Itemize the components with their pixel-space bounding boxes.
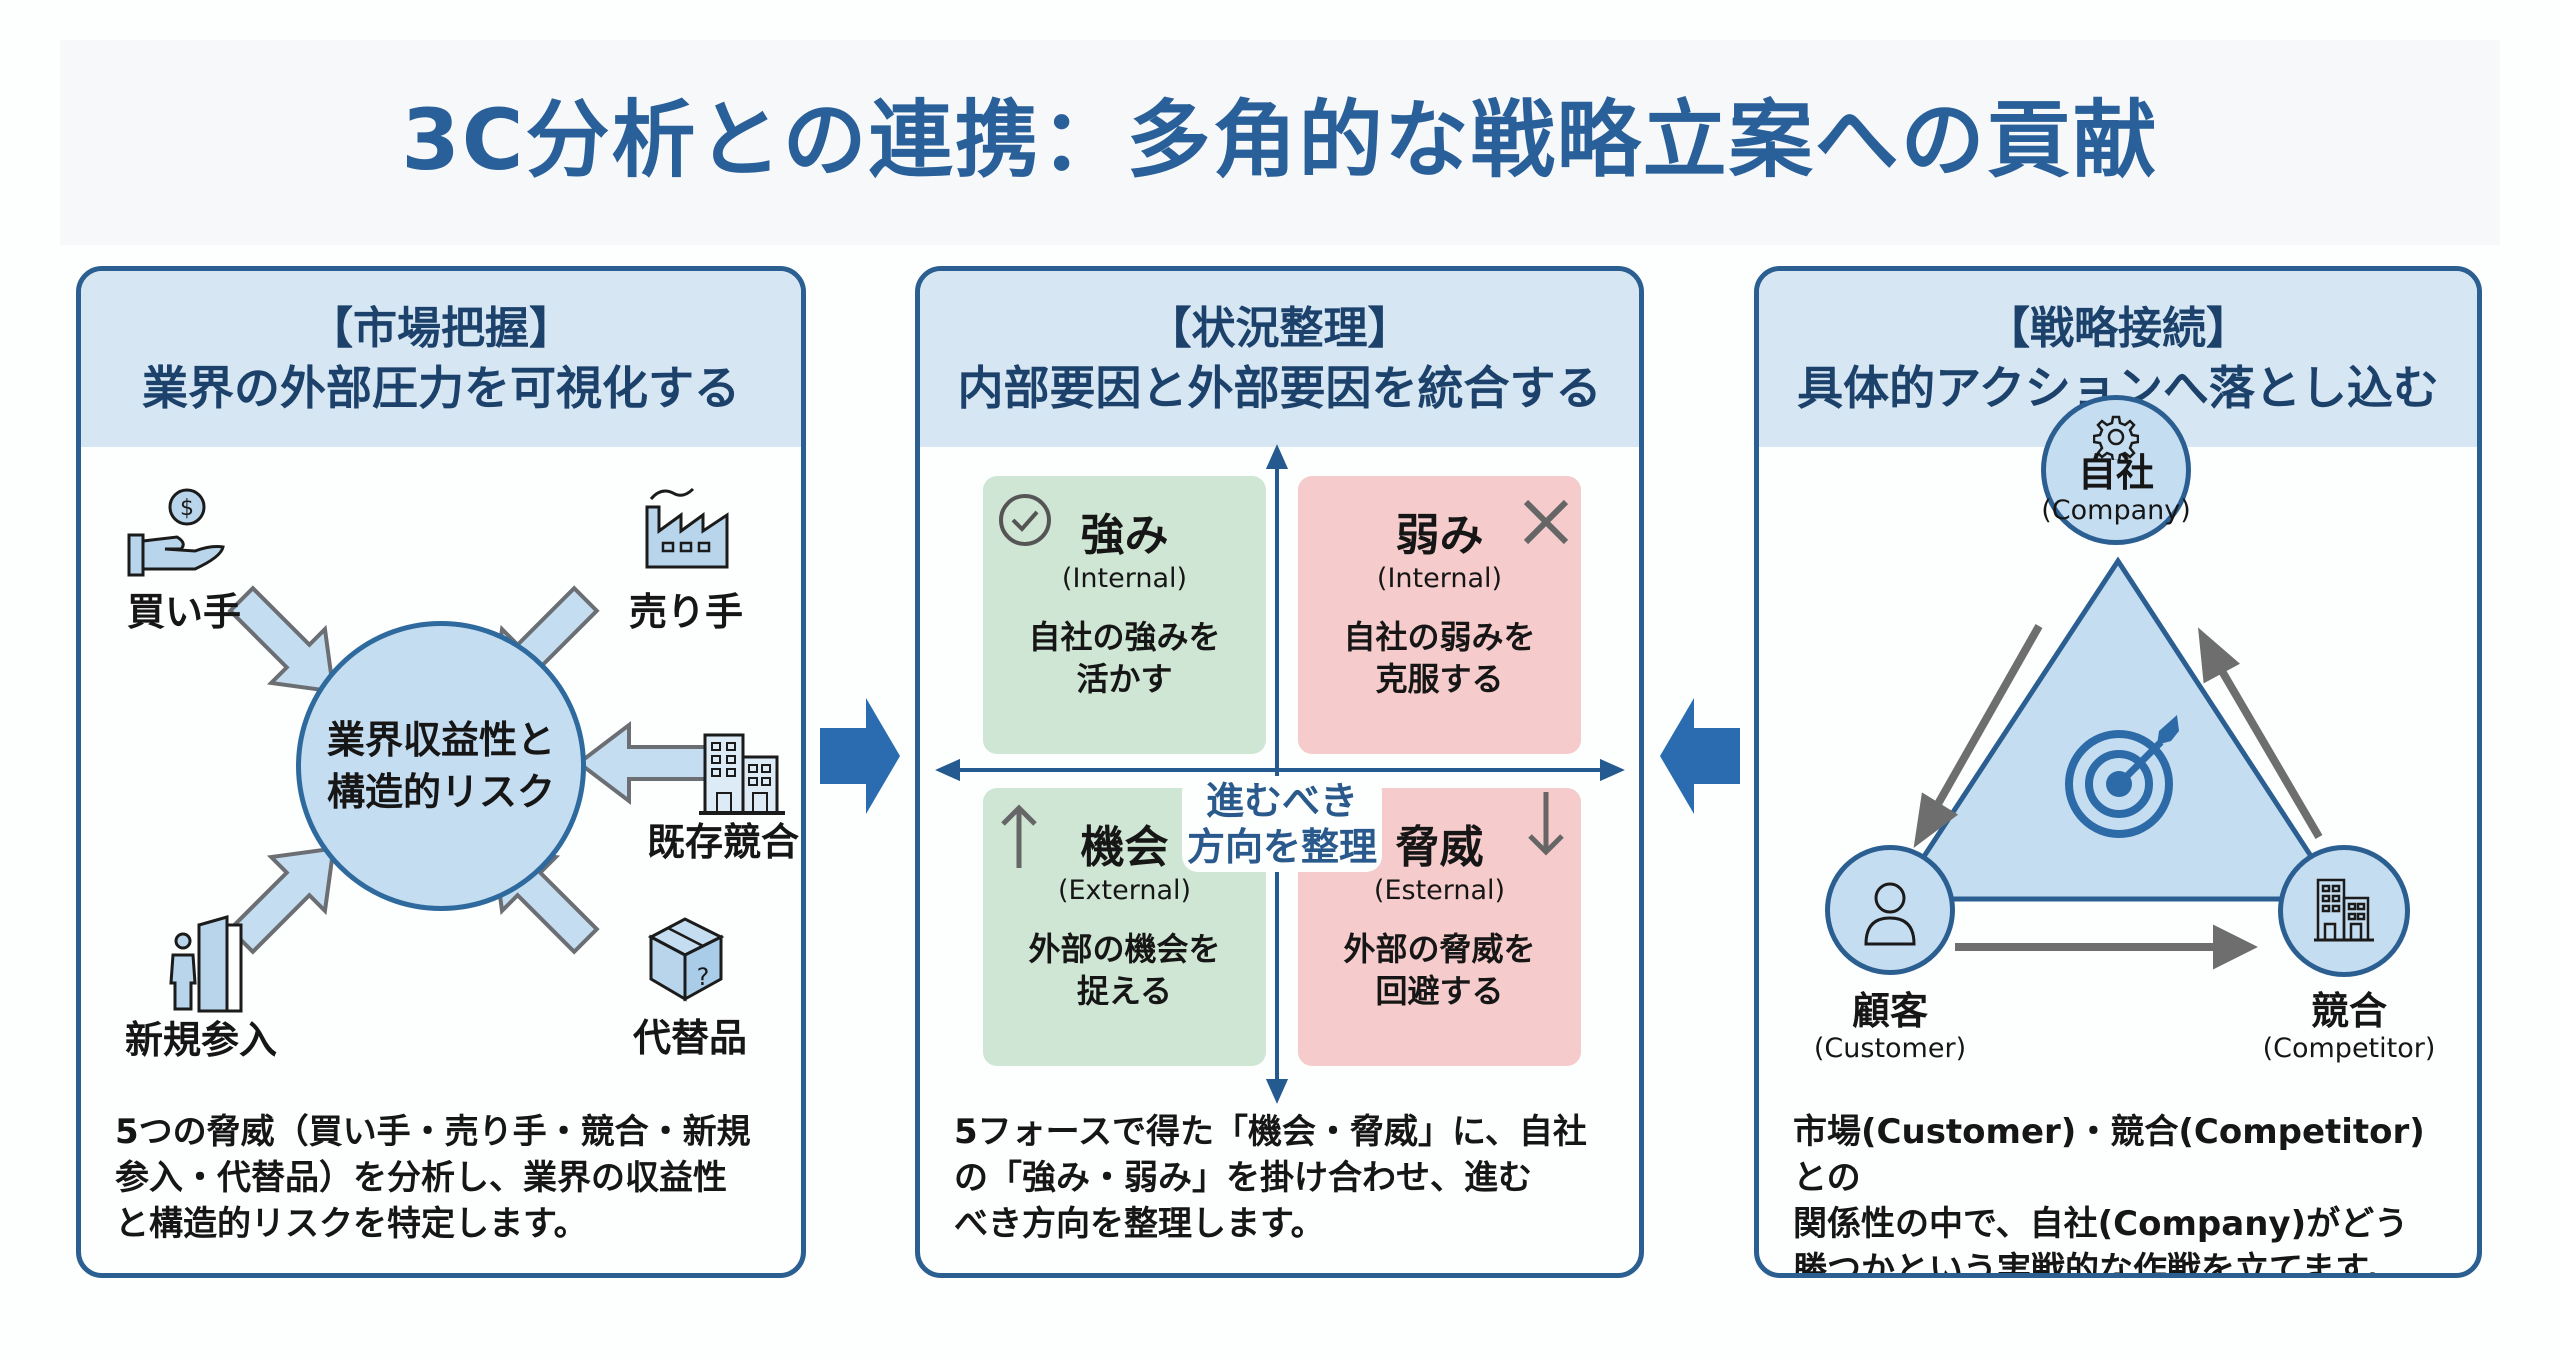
quadrant-strength: 強み (Internal) 自社の強みを 活かす bbox=[983, 476, 1266, 754]
node-customer bbox=[1825, 845, 1955, 975]
quadrant-scope: (Internal) bbox=[1061, 563, 1188, 594]
svg-text:$: $ bbox=[180, 496, 194, 521]
quadrant-desc-line: 回避する bbox=[1375, 972, 1504, 1010]
force-label-substitute: 代替品 bbox=[633, 1016, 748, 1060]
flow-arrow-company-customer bbox=[1930, 624, 2043, 813]
three-c-triangle bbox=[1891, 556, 2344, 902]
node-customer-label: 顧客 (Customer) bbox=[1805, 989, 1975, 1065]
quadrant-desc-line: 捉える bbox=[1076, 972, 1173, 1010]
panel-subtitle: 業界の外部圧力を可視化する bbox=[142, 361, 740, 415]
quadrant-desc: 自社の強みを 活かす bbox=[983, 616, 1266, 700]
force-arrow-competitor bbox=[575, 720, 711, 806]
node-competitor bbox=[2278, 845, 2410, 977]
panel-tag: 【戦略接続】 bbox=[1986, 303, 2250, 354]
description-line: と構造的リスクを特定します。 bbox=[115, 1204, 588, 1244]
arrow-up-icon bbox=[1001, 804, 1037, 868]
description-line: べき方向を整理します。 bbox=[954, 1204, 1325, 1244]
x-mark-icon bbox=[1523, 499, 1569, 545]
quadrant-title: 機会 bbox=[1080, 822, 1169, 873]
description-line: 市場(Customer)・競合(Competitor)との bbox=[1793, 1112, 2425, 1198]
panel-subtitle: 内部要因と外部要因を統合する bbox=[957, 361, 1602, 415]
svg-text:?: ? bbox=[697, 963, 710, 991]
target-arrow-icon bbox=[2065, 715, 2179, 838]
factory-icon bbox=[645, 487, 729, 569]
quadrant-desc-line: 自社の弱みを bbox=[1343, 618, 1536, 656]
node-jp: 自社 bbox=[2077, 451, 2154, 495]
page-title: 3C分析との連携：多角的な戦略立案への貢献 bbox=[401, 91, 2159, 189]
quadrant-desc-line: 活かす bbox=[1076, 660, 1173, 698]
panel-header: 【状況整理】 内部要因と外部要因を統合する bbox=[920, 271, 1639, 447]
description-line: 5つの脅威（買い手・売り手・競合・新規 bbox=[115, 1112, 751, 1152]
force-arrow-entrant bbox=[227, 846, 336, 955]
quadrant-title: 強み bbox=[1080, 510, 1169, 561]
description-line: 関係性の中で、自社(Company)がどう bbox=[1793, 1204, 2409, 1244]
description-line: の「強み・弱み」を掛け合わせ、進む bbox=[954, 1158, 1532, 1198]
force-label-competitor: 既存競合 bbox=[647, 820, 800, 864]
quadrant-scope: (External) bbox=[1057, 875, 1192, 906]
quadrant-weakness: 弱み (Internal) 自社の弱みを 克服する bbox=[1298, 476, 1581, 754]
panel-description: 市場(Customer)・競合(Competitor)との 関係性の中で、自社(… bbox=[1793, 1109, 2447, 1278]
quadrant-scope: (Internal) bbox=[1376, 563, 1503, 594]
buildings-icon bbox=[699, 733, 785, 815]
panel-header: 【市場把握】 業界の外部圧力を可視化する bbox=[81, 271, 801, 447]
three-c-diagram bbox=[1891, 556, 2344, 970]
panel-market-analysis: 【市場把握】 業界の外部圧力を可視化する 業界収益性と 構造的リスク $ 買い手 bbox=[76, 266, 806, 1278]
buildings-icon bbox=[2314, 878, 2374, 942]
force-label-entrant: 新規参入 bbox=[125, 1018, 278, 1062]
title-band: 3C分析との連携：多角的な戦略立案への貢献 bbox=[60, 40, 2500, 245]
matrix-label-line: 進むべき bbox=[1205, 779, 1358, 823]
force-label-buyer: 買い手 bbox=[127, 590, 242, 634]
node-en: (Company) bbox=[2041, 495, 2191, 526]
description-line: 5フォースで得た「機会・脅威」に、自社 bbox=[954, 1112, 1587, 1152]
panel-description: 5つの脅威（買い手・売り手・競合・新規 参入・代替品）を分析し、業界の収益性 と… bbox=[115, 1109, 771, 1247]
node-company-label: 自社 (Company) bbox=[2041, 451, 2191, 527]
node-en: (Customer) bbox=[1813, 1033, 1967, 1064]
matrix-center-label: 進むべき 方向を整理 bbox=[1182, 776, 1382, 872]
panel-tag: 【市場把握】 bbox=[309, 303, 573, 354]
arrow-down-icon bbox=[1528, 792, 1564, 856]
quadrant-desc: 外部の脅威を 回避する bbox=[1298, 928, 1581, 1012]
hand-coin-icon: $ bbox=[127, 488, 225, 577]
center-label-line2: 構造的リスク bbox=[326, 770, 555, 814]
panel-strategy-connection: 【戦略接続】 具体的アクションへ落とし込む bbox=[1754, 266, 2482, 1278]
arrow-left-icon bbox=[1660, 698, 1740, 814]
node-competitor-label: 競合 (Competitor) bbox=[2249, 989, 2449, 1065]
node-jp: 競合 bbox=[2310, 989, 2387, 1033]
quadrant-title: 脅威 bbox=[1395, 822, 1484, 873]
panel-tag: 【状況整理】 bbox=[1147, 303, 1412, 354]
quadrant-desc-line: 自社の強みを bbox=[1028, 618, 1221, 656]
center-label-line1: 業界収益性と bbox=[326, 718, 555, 762]
quadrant-desc-line: 外部の脅威を bbox=[1343, 930, 1536, 968]
check-circle-icon bbox=[999, 494, 1051, 546]
quadrant-desc: 自社の弱みを 克服する bbox=[1298, 616, 1581, 700]
description-line: 勝つかという実戦的な作戦を立てます。 bbox=[1793, 1250, 2400, 1278]
person-door-icon bbox=[169, 915, 243, 1013]
quadrant-desc-line: 外部の機会を bbox=[1028, 930, 1221, 968]
matrix-label-line: 方向を整理 bbox=[1186, 825, 1377, 869]
node-company bbox=[2041, 395, 2191, 545]
node-jp: 顧客 bbox=[1851, 989, 1928, 1033]
node-en: (Competitor) bbox=[2262, 1033, 2436, 1064]
force-label-seller: 売り手 bbox=[629, 590, 744, 634]
quadrant-desc-line: 克服する bbox=[1375, 660, 1504, 698]
quadrant-scope: (Esternal) bbox=[1373, 875, 1506, 906]
person-icon bbox=[1864, 882, 1916, 946]
quadrant-desc: 外部の機会を 捉える bbox=[983, 928, 1266, 1012]
quadrant-title: 弱み bbox=[1395, 510, 1484, 561]
description-line: 参入・代替品）を分析し、業界の収益性 bbox=[115, 1158, 727, 1198]
panel-description: 5フォースで得た「機会・脅威」に、自社 の「強み・弱み」を掛け合わせ、進む べき… bbox=[954, 1109, 1609, 1247]
industry-profitability-circle: 業界収益性と 構造的リスク bbox=[296, 621, 586, 911]
panel-situation-analysis: 【状況整理】 内部要因と外部要因を統合する 強み (Internal) 自社の強… bbox=[915, 266, 1644, 1278]
matrix-axes bbox=[935, 444, 1625, 1104]
arrow-right-icon bbox=[820, 698, 900, 814]
box-question-icon: ? bbox=[647, 917, 725, 1002]
force-arrow-buyer bbox=[227, 585, 336, 694]
flow-arrow-competitor-company bbox=[2215, 663, 2323, 840]
